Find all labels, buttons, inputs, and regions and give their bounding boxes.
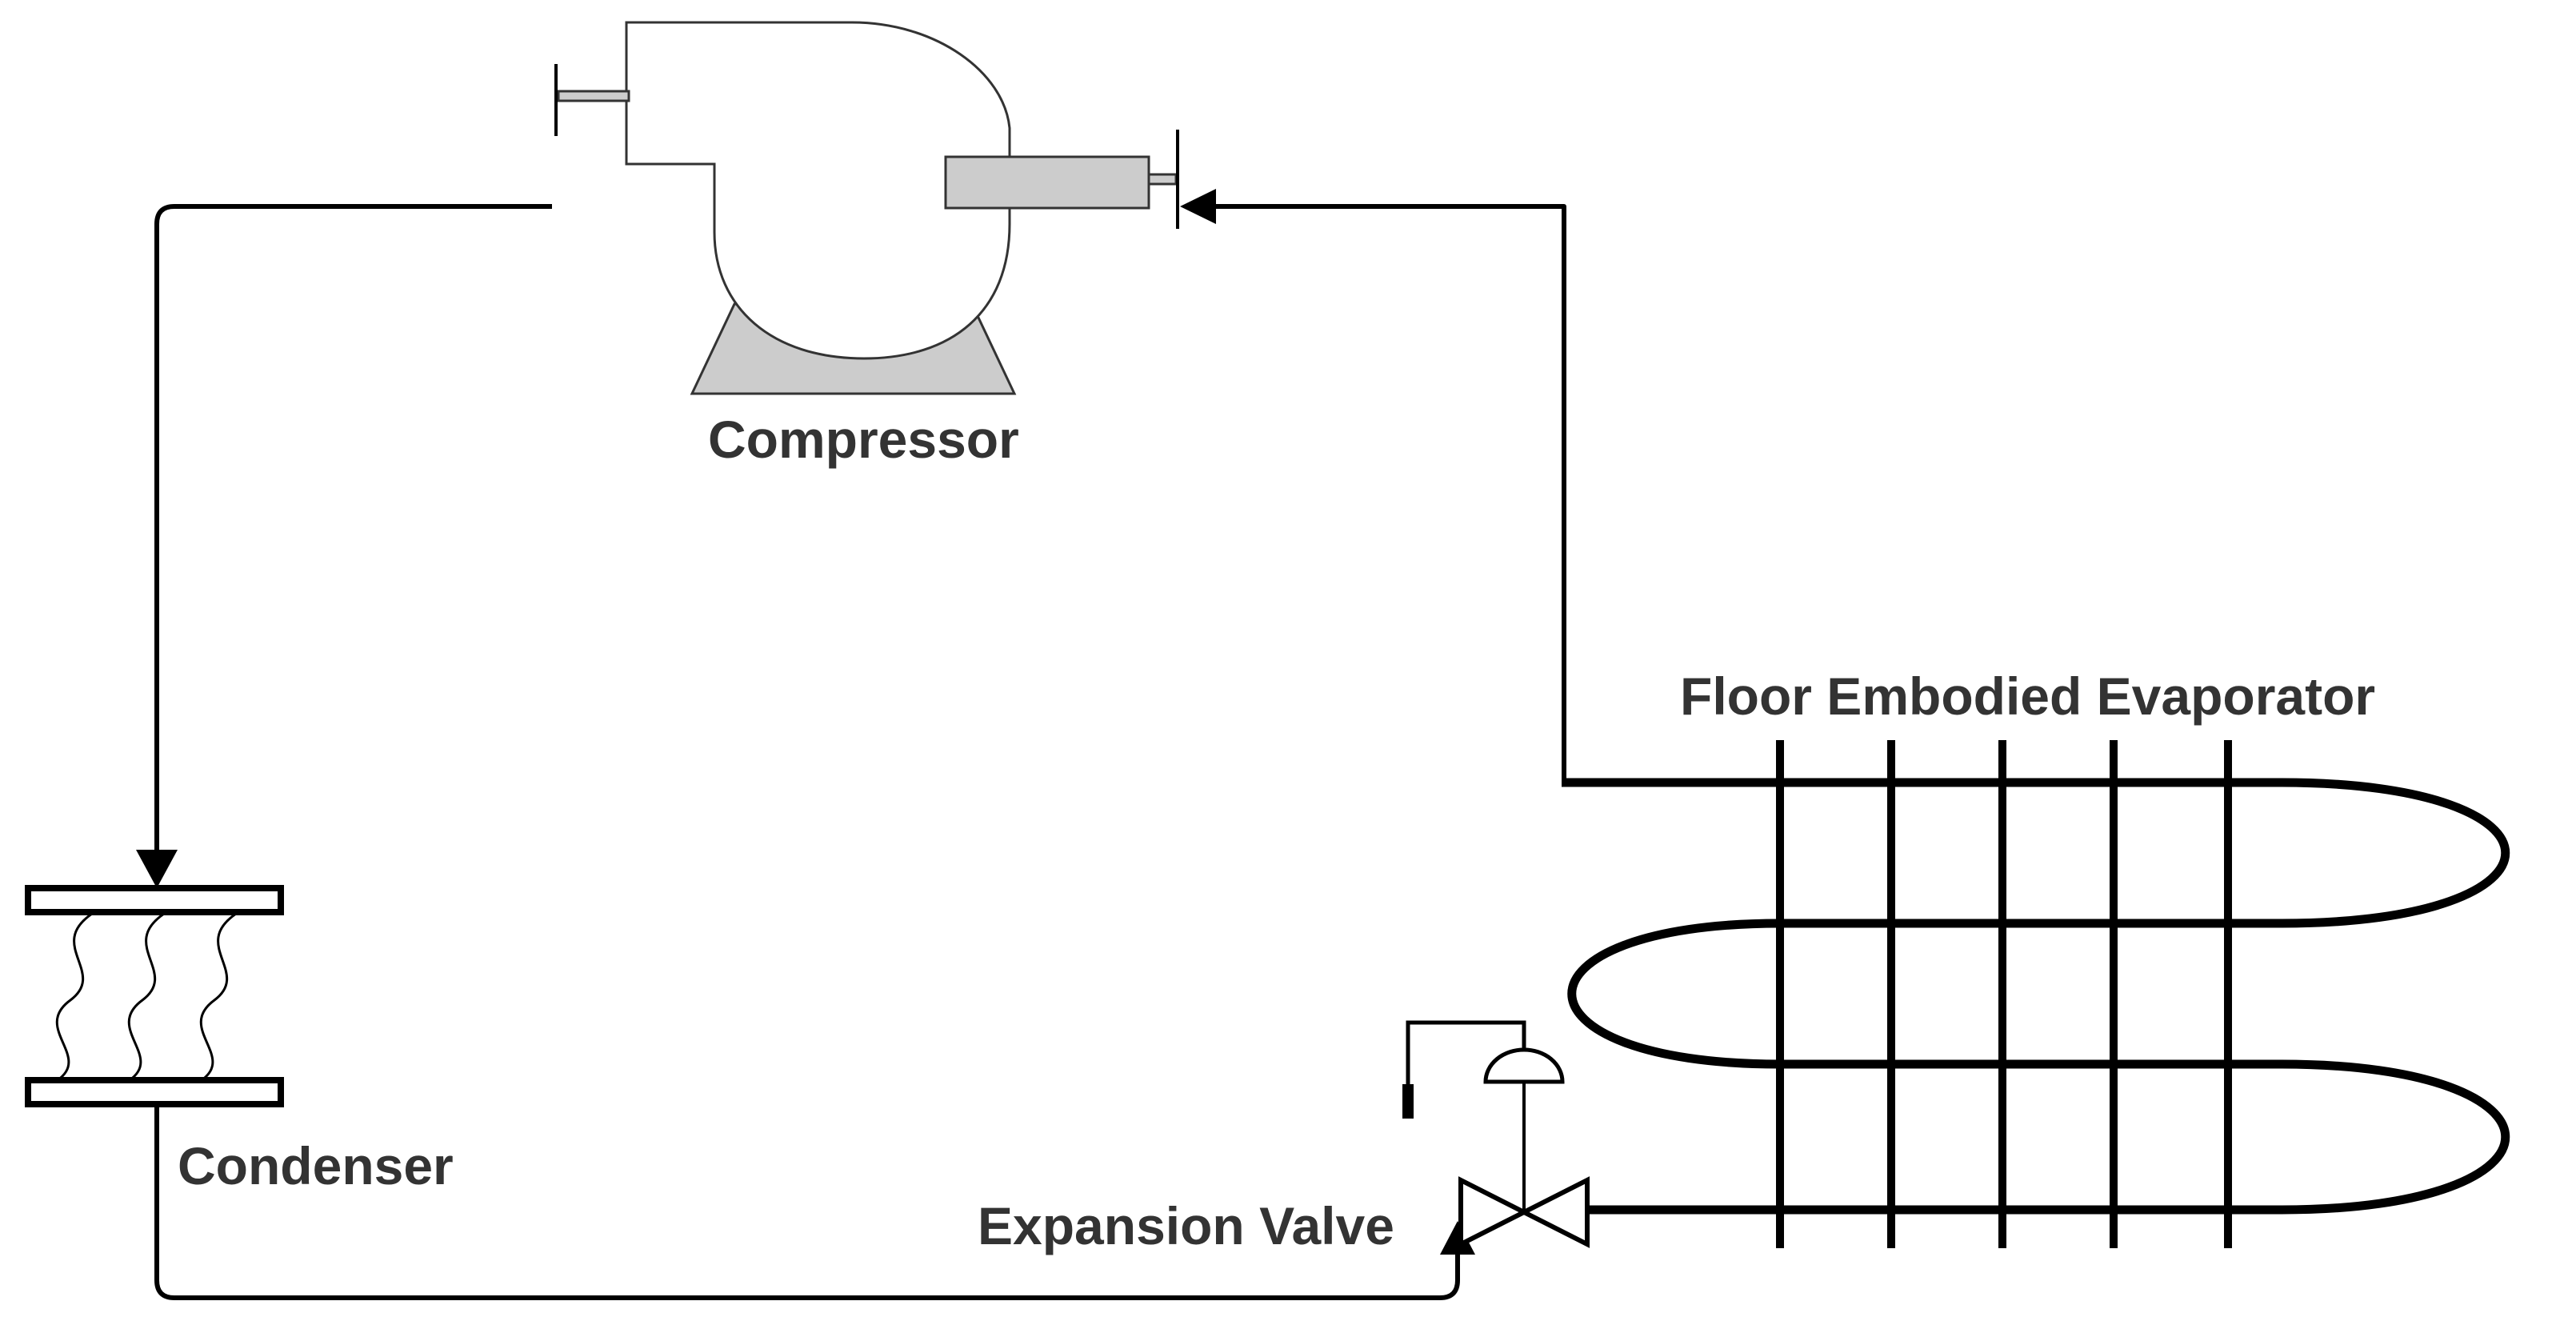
compressor-inlet-arrow — [1180, 189, 1216, 224]
compressor-label: Compressor — [708, 410, 1019, 469]
condenser-inlet-arrow — [136, 850, 178, 888]
valve-inlet-arrow — [1440, 1221, 1475, 1255]
expansion-valve-label: Expansion Valve — [978, 1196, 1394, 1255]
heat-exchanger-icon — [25, 885, 284, 1107]
serpentine-coil-icon — [1562, 740, 2510, 1248]
evaporator-tube — [1562, 778, 2510, 1215]
condenser-label: Condenser — [178, 1136, 454, 1195]
liquid-line-pipe — [154, 1106, 1460, 1300]
centrifugal-compressor-icon — [554, 21, 1179, 395]
suction-pipe — [1216, 204, 1566, 783]
evaporator-label: Floor Embodied Evaporator — [1680, 667, 2375, 726]
discharge-pipe — [154, 204, 552, 852]
diaphragm-valve-icon — [1402, 1020, 1590, 1248]
